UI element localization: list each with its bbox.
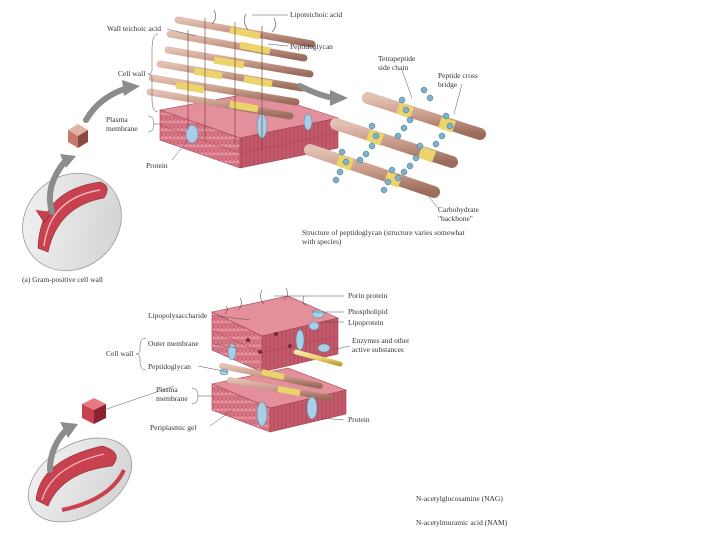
label-plasma-membrane-bottom: Plasma membrane: [156, 385, 188, 403]
panel-caption-gram-positive: (a) Gram-positive cell wall: [22, 275, 104, 284]
membrane-protein: [303, 113, 313, 131]
label-cell-wall-top: Cell wall: [118, 69, 146, 78]
legend-label-nag: N-acetylglucosamine (NAG): [416, 494, 503, 503]
gram-positive-cell-illustration: [22, 172, 122, 272]
label-phospholipid: Phospholipid: [348, 307, 388, 316]
gram-negative-sample-cube: [82, 398, 106, 424]
label-lipopolysaccharide: Lipopolysaccharide: [148, 311, 208, 320]
label-plasma-membrane-top: Plasma membrane: [106, 115, 138, 133]
label-lipoteichoic-acid: Lipoteichoic acid: [290, 10, 343, 19]
top-leader-lines: [147, 14, 463, 209]
gram-negative-proteins: [219, 309, 331, 427]
peptidoglycan-structure-caption: Structure of peptidoglycan (structure va…: [302, 228, 465, 246]
legend-label-nam: N-acetylmuramic acid (NAM): [416, 518, 508, 527]
label-lipoprotein: Lipoprotein: [348, 318, 384, 327]
label-outer-membrane: Outer membrane: [148, 339, 199, 348]
label-peptide-cross-bridge: Peptide cross bridge: [438, 71, 478, 89]
label-protein-top: Protein: [146, 161, 168, 170]
label-tetrapeptide-side-chain: Tetrapeptide side chain: [378, 54, 416, 72]
peptidoglycan-structure-detail: [304, 86, 486, 198]
arrow-cell-to-cube-top: [46, 157, 69, 215]
bottom-leader-lines: [135, 295, 351, 427]
gram-negative-cell-illustration: [27, 437, 133, 523]
label-peptidoglycan-bottom: Peptidoglycan: [148, 362, 191, 371]
arrow-to-peptidoglycan-detail: [297, 83, 337, 101]
lipopolysaccharide-strands: [224, 287, 307, 315]
cube-leader-line: [103, 385, 175, 411]
lipoprotein-dots: [246, 332, 292, 354]
label-protein-bottom: Protein: [348, 415, 370, 424]
label-cell-wall-bottom: Cell wall: [106, 349, 134, 358]
label-peptidoglycan-top: Peptidoglycan: [290, 42, 333, 51]
label-wall-teichoic-acid: Wall teichoic acid: [107, 24, 161, 33]
label-enzymes-active-substances: Enzymes and other active substances: [352, 336, 410, 354]
label-porin-protein: Porin protein: [348, 291, 388, 300]
membrane-protein: [185, 124, 199, 144]
label-periplasmic-gel: Periplasmic gel: [150, 423, 197, 432]
gram-positive-sample-cube: [68, 124, 88, 148]
label-carbohydrate-backbone: Carbohydrate "backbone": [438, 205, 479, 223]
gram-positive-peptidoglycan-layers: [146, 9, 316, 150]
gram-negative-peptidoglycan-layer: [219, 349, 343, 401]
